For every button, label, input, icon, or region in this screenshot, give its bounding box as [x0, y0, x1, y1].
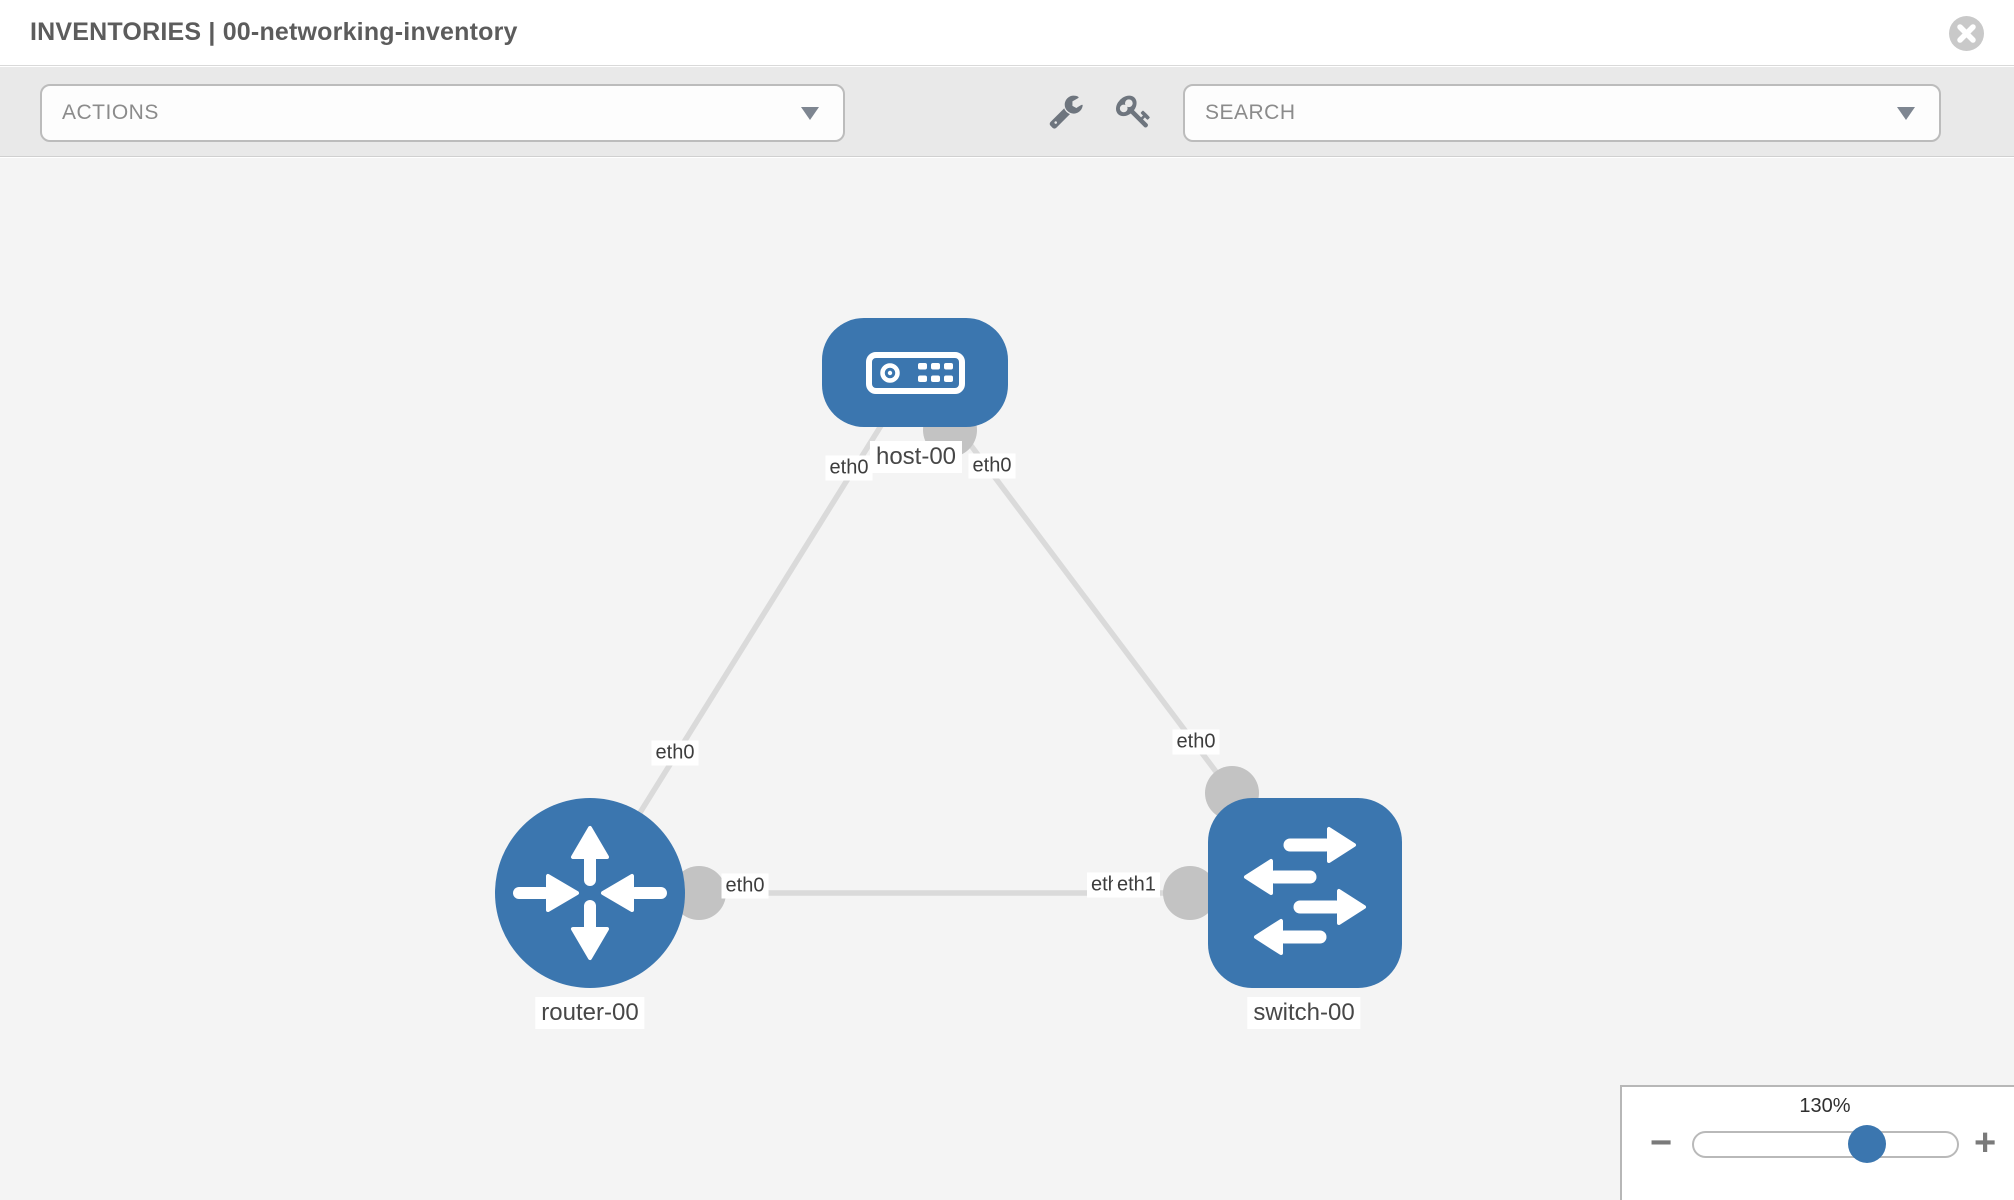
actions-dropdown[interactable]: ACTIONS — [40, 84, 845, 142]
interface-label-link-right: eth0 — [1172, 729, 1220, 755]
node-router-00[interactable] — [495, 798, 685, 988]
interface-circle-switch-eth1[interactable] — [1163, 866, 1217, 920]
switch-arrows-icon — [1244, 827, 1366, 955]
zoom-slider[interactable] — [1692, 1125, 1959, 1163]
server-icon — [866, 352, 965, 394]
actions-dropdown-label: ACTIONS — [62, 101, 159, 124]
interface-label-horizontal-left: eth0 — [721, 873, 769, 899]
close-icon — [1957, 24, 1976, 43]
interface-label-link-left: eth0 — [651, 740, 699, 766]
header: INVENTORIES | 00-networking-inventory — [0, 0, 2014, 66]
close-button[interactable] — [1949, 16, 1984, 51]
router-arrows-icon — [513, 826, 667, 960]
node-label-router: router-00 — [535, 997, 645, 1029]
chevron-down-icon — [1897, 107, 1915, 120]
interfaces-layer — [672, 403, 1259, 920]
zoom-in-button[interactable]: + — [1974, 1122, 1997, 1164]
interface-label-host-right: eth0 — [968, 453, 1016, 479]
search-dropdown[interactable]: SEARCH — [1183, 84, 1941, 142]
node-label-host: host-00 — [869, 441, 963, 473]
node-label-switch: switch-00 — [1247, 997, 1361, 1029]
search-dropdown-label: SEARCH — [1205, 101, 1296, 124]
toolbar: ACTIONS SEARCH — [0, 67, 2014, 157]
credentials-button[interactable] — [1116, 93, 1156, 133]
zoom-panel: 130% − + — [1620, 1085, 2014, 1200]
topology-canvas[interactable]: host-00 router-00 switch-00 eth0 eth0 et… — [0, 158, 2014, 1200]
wrench-icon — [1049, 95, 1083, 129]
zoom-level-value: 130% — [1799, 1095, 1851, 1117]
page-title: INVENTORIES | 00-networking-inventory — [30, 18, 518, 46]
zoom-slider-thumb[interactable] — [1848, 1125, 1886, 1163]
node-host-00[interactable] — [822, 318, 1008, 427]
interface-circle-router-eth0[interactable] — [672, 866, 726, 920]
configure-tools-button[interactable] — [1048, 93, 1088, 133]
chevron-down-icon — [801, 107, 819, 120]
zoom-out-button[interactable]: − — [1650, 1122, 1673, 1164]
key-icon — [1116, 95, 1150, 128]
interface-label-horizontal-right: eth1 — [1113, 872, 1160, 898]
interface-label-host-left: eth0 — [825, 455, 873, 481]
node-switch-00[interactable] — [1208, 798, 1402, 988]
